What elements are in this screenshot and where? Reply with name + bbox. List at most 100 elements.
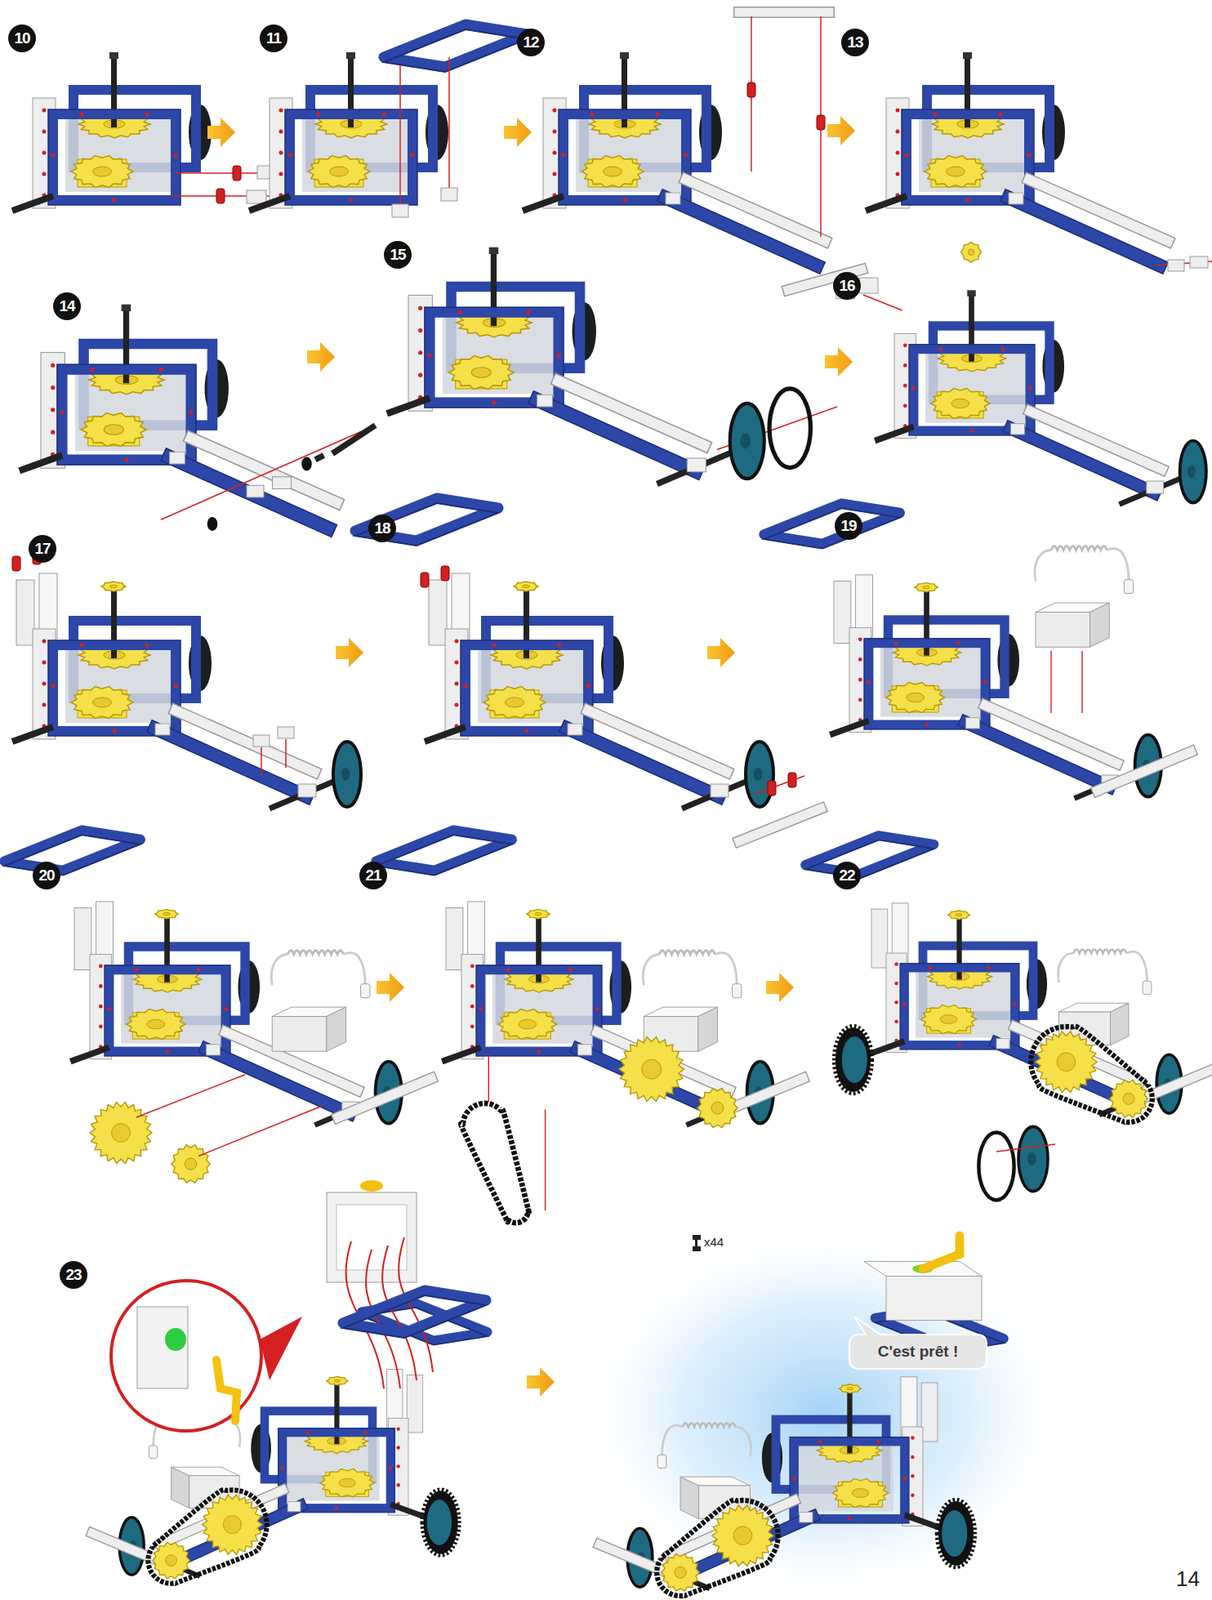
stud: [60, 409, 65, 415]
stud: [903, 403, 908, 408]
gear: [71, 155, 134, 188]
guide-line: [448, 57, 451, 188]
plug: [360, 984, 370, 999]
motor-side: [171, 1466, 190, 1508]
red-pin: [747, 82, 756, 98]
stud: [470, 1004, 475, 1009]
assembly-step: [249, 24, 527, 218]
stud: [349, 198, 354, 203]
stud: [910, 1492, 915, 1498]
tyre-tread: [422, 1489, 460, 1556]
stud: [928, 966, 933, 971]
stud: [858, 637, 863, 642]
stud: [655, 112, 660, 117]
connector: [1008, 192, 1024, 205]
stud: [288, 153, 293, 158]
stud: [396, 1483, 400, 1487]
wheel-hub: [341, 767, 350, 781]
white-connector: [246, 190, 267, 204]
axle: [315, 455, 324, 460]
stud: [396, 1426, 400, 1431]
gear: [126, 1008, 186, 1039]
axle-holder: [1146, 481, 1164, 494]
washer: [207, 516, 219, 531]
stud: [454, 681, 459, 687]
crank-socket: [360, 1180, 384, 1192]
gear: [320, 1468, 375, 1497]
gearbox-floor: [442, 307, 563, 394]
beam-outline: [338, 1078, 432, 1119]
step-number: 23: [59, 1261, 88, 1289]
frame-plate-edge: [343, 1295, 486, 1338]
beam: [1008, 197, 1160, 266]
gear-hub: [522, 584, 531, 589]
gear-hub: [940, 1015, 958, 1025]
step-number: 13: [841, 28, 869, 57]
gear-hub: [184, 1158, 197, 1170]
beam-outline: [739, 6, 829, 18]
stud: [98, 1004, 103, 1009]
beam-outline: [1008, 197, 1160, 266]
rubber-ring: [978, 1132, 1014, 1201]
guide-line: [285, 739, 287, 768]
white-connector: [392, 204, 409, 218]
assembly-step: [764, 503, 1192, 799]
beam: [169, 457, 329, 529]
frame-plate-edge: [4, 834, 140, 875]
guide-line: [755, 775, 805, 794]
stud: [306, 1430, 310, 1435]
beam-outline: [1097, 752, 1191, 792]
front-frame: [906, 114, 1030, 201]
beam: [537, 400, 696, 472]
frame-plate: [764, 503, 901, 544]
red-pin: [420, 572, 429, 588]
stud: [418, 373, 423, 378]
front-frame-edge: [285, 109, 418, 205]
stud: [457, 310, 462, 315]
gearbox-floor: [75, 365, 196, 451]
coiled-cord: [1034, 550, 1052, 582]
stud: [145, 112, 150, 117]
wheel-hub: [1027, 1152, 1037, 1166]
stud: [925, 722, 930, 727]
motor-box: [1035, 612, 1091, 648]
stud: [89, 367, 94, 372]
red-pin: [816, 115, 825, 130]
front-frame: [282, 1432, 391, 1508]
battery-box: [886, 1276, 982, 1321]
gear: [526, 909, 551, 918]
front-frame-edge: [278, 1428, 396, 1513]
axle-holder: [686, 458, 706, 473]
front-frame: [62, 369, 191, 460]
beam: [1011, 427, 1155, 493]
front-frame: [868, 643, 986, 726]
gear: [71, 686, 134, 719]
stud: [418, 350, 423, 355]
front-frame-edge: [909, 344, 1035, 436]
guide-line: [1050, 650, 1052, 713]
wheel-hub: [739, 433, 751, 449]
stud: [42, 703, 47, 708]
stud: [158, 367, 163, 372]
gear-hub: [471, 367, 491, 379]
battery-box-exploded: [326, 1180, 486, 1389]
motor-box: [271, 1016, 327, 1052]
assembly-step: [865, 52, 1212, 272]
stud: [958, 1042, 963, 1048]
hand-crank: [922, 1235, 960, 1270]
upright-post: [833, 581, 852, 644]
gear-hub: [338, 1478, 356, 1488]
drive-shaft: [522, 196, 564, 211]
front-axle: [657, 451, 736, 485]
gear-hub: [147, 1019, 165, 1029]
white-connector: [441, 187, 458, 201]
gear-hub: [222, 1515, 241, 1534]
axle-tip: [489, 247, 500, 254]
stud: [279, 108, 284, 113]
connector: [799, 1511, 813, 1523]
stud: [911, 386, 916, 391]
gearbox-floor: [915, 964, 1019, 1039]
stud: [556, 352, 561, 357]
hand-crank: [216, 1359, 237, 1422]
step-number: 18: [368, 514, 397, 543]
